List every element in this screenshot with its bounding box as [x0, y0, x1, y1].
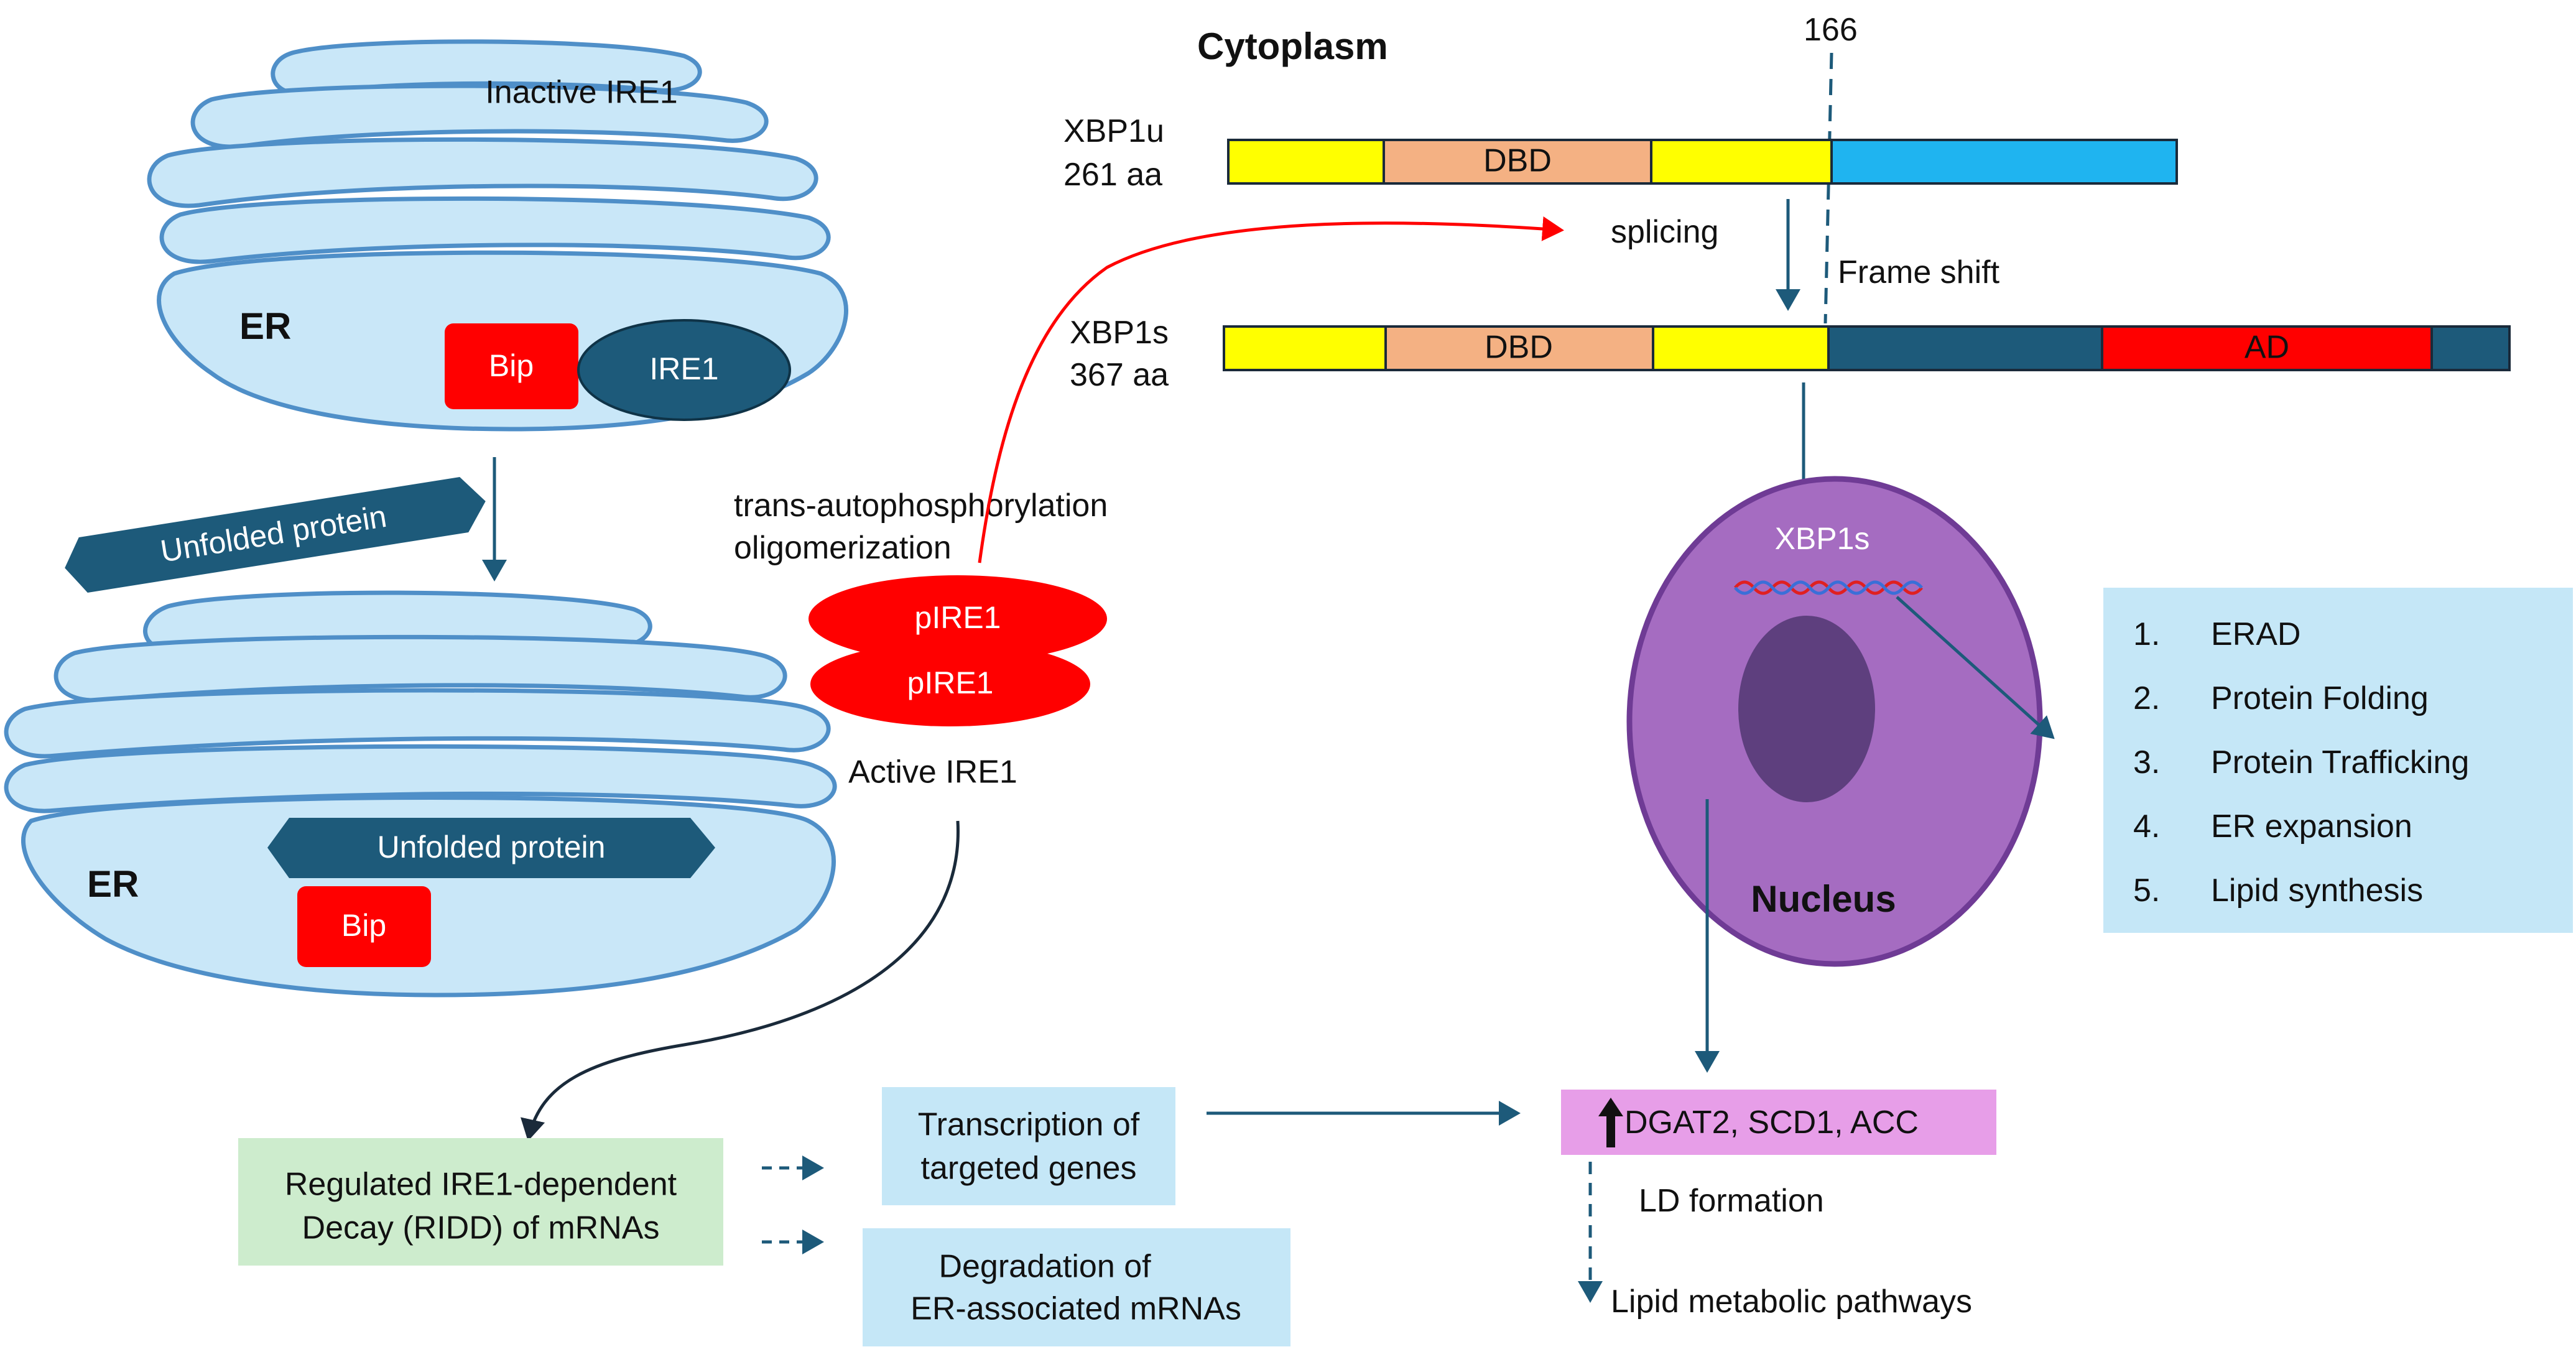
xbp1s-segment-ad: [2101, 325, 2433, 371]
xbp1u-dbd-label: DBD: [1483, 143, 1552, 179]
er-cisterna: [4, 688, 831, 759]
nucleus-label: Nucleus: [1751, 878, 1896, 920]
er-label-bottom: ER: [87, 863, 139, 905]
dna-double-helix-icon: [1734, 580, 1923, 595]
bip-top: [445, 323, 578, 409]
xbp1s-segment-c-term: [1827, 325, 2103, 371]
target-item: ERAD: [2211, 616, 2300, 652]
unfolded-protein-bottom-label: Unfolded protein: [378, 830, 606, 864]
lipid-pathways-label: Lipid metabolic pathways: [1611, 1284, 1972, 1320]
target-item-number: 3.: [2133, 744, 2160, 780]
transcription-line1: Transcription of: [918, 1107, 1140, 1143]
ridd-box: [238, 1138, 723, 1266]
unfolded-protein-tag-top: Unfolded protein: [65, 477, 486, 593]
xbp1s-length: 367 aa: [1070, 357, 1169, 393]
er-cisterna: [4, 744, 837, 813]
er-label-top: ER: [239, 305, 291, 347]
target-item: Protein Folding: [2211, 680, 2429, 716]
target-item-number: 4.: [2133, 808, 2160, 845]
er-cisterna: [159, 196, 831, 264]
transcription-box: [882, 1087, 1175, 1205]
arrow-xbp1s-to-targets: [1896, 596, 2055, 739]
xbp1u-segment-yellow: [1650, 139, 1833, 185]
nucleolus: [1738, 616, 1875, 802]
up-arrow-icon: [1598, 1098, 1623, 1147]
xbp1u-segment-dbd: [1383, 139, 1652, 185]
xbp1u-segment-c-term: [1830, 139, 2178, 185]
xbp1s-ad-label: AD: [2245, 330, 2289, 366]
xbp1s-name: XBP1s: [1070, 315, 1169, 351]
unfolded-protein-tag-bottom: Unfolded protein: [267, 818, 715, 878]
xbp1s-segment-yellow: [1223, 325, 1387, 371]
cytoplasm-label: Cytoplasm: [1197, 25, 1388, 67]
active-ire1-label: Active IRE1: [848, 754, 1017, 790]
oligomerization-label: oligomerization: [734, 530, 952, 566]
xbp1s-bar: [1223, 325, 2511, 371]
splice-position-label: 166: [1804, 12, 1858, 48]
xbp1u-segment-yellow: [1227, 139, 1385, 185]
xbp1u-length: 261 aa: [1063, 157, 1162, 193]
pire1-lower-label: pIRE1: [907, 665, 994, 700]
genes-box: [1561, 1090, 1996, 1155]
transcription-line2: targeted genes: [921, 1151, 1137, 1187]
xbp1s-nuclear-label: XBP1s: [1775, 521, 1870, 556]
degradation-box: [863, 1228, 1290, 1346]
splice-site-dashed-line: [1823, 52, 1833, 324]
pire1-upper-label: pIRE1: [915, 600, 1001, 635]
er-cisterna: [147, 137, 818, 208]
trans-autophosphorylation-label: trans-autophosphorylation: [734, 488, 1108, 524]
xbp1s-dbd-label: DBD: [1485, 330, 1553, 366]
bip-bottom-label: Bip: [341, 908, 386, 943]
xbp1u-name: XBP1u: [1063, 113, 1164, 149]
target-item: Protein Trafficking: [2211, 744, 2469, 780]
ld-formation-label: LD formation: [1639, 1183, 1824, 1219]
inactive-ire1-label: Inactive IRE1: [485, 75, 677, 111]
splicing-label: splicing: [1611, 214, 1718, 250]
ire1-inactive: [577, 319, 791, 421]
genes-label: DGAT2, SCD1, ACC: [1624, 1105, 1919, 1141]
pire1-upper: [808, 575, 1107, 662]
target-item: ER expansion: [2211, 808, 2412, 845]
degradation-line1: Degradation of: [938, 1249, 1151, 1285]
degradation-line2: ER-associated mRNAs: [910, 1291, 1241, 1327]
target-item-number: 5.: [2133, 873, 2160, 909]
bip-bottom: [297, 886, 431, 967]
arrow-to-ridd: [521, 820, 960, 1141]
target-item-number: 1.: [2133, 616, 2160, 652]
target-functions-box: [2103, 588, 2573, 933]
arrow-splicing: [978, 216, 1564, 563]
target-functions-list: 1. ERAD 2. Protein Folding 3. Protein Tr…: [2133, 616, 2469, 909]
ire1-label: IRE1: [649, 351, 718, 386]
ridd-line2: Decay (RIDD) of mRNAs: [302, 1210, 660, 1246]
xbp1s-segment-yellow: [1652, 325, 1830, 371]
pire1-lower: [810, 642, 1090, 726]
bip-top-label: Bip: [489, 348, 534, 383]
xbp1s-segment-tail: [2430, 325, 2511, 371]
ridd-line1: Regulated IRE1-dependent: [285, 1167, 677, 1203]
frame-shift-label: Frame shift: [1838, 254, 2000, 290]
target-item-number: 2.: [2133, 680, 2160, 716]
xbp1u-bar: [1227, 139, 2178, 185]
target-item: Lipid synthesis: [2211, 873, 2423, 909]
